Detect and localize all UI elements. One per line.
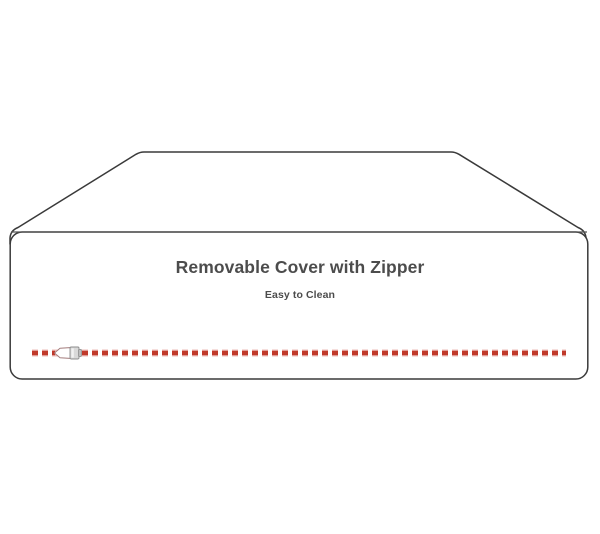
zipper-slider-body: [69, 346, 80, 360]
zipper-strip: [32, 346, 566, 360]
cover-top-panel: [9, 151, 587, 245]
cover-front-panel: [9, 231, 589, 380]
zipper-slider-highlight: [71, 348, 74, 358]
zipper-slider[interactable]: [54, 346, 82, 360]
zipper-slider-neck: [78, 348, 82, 357]
